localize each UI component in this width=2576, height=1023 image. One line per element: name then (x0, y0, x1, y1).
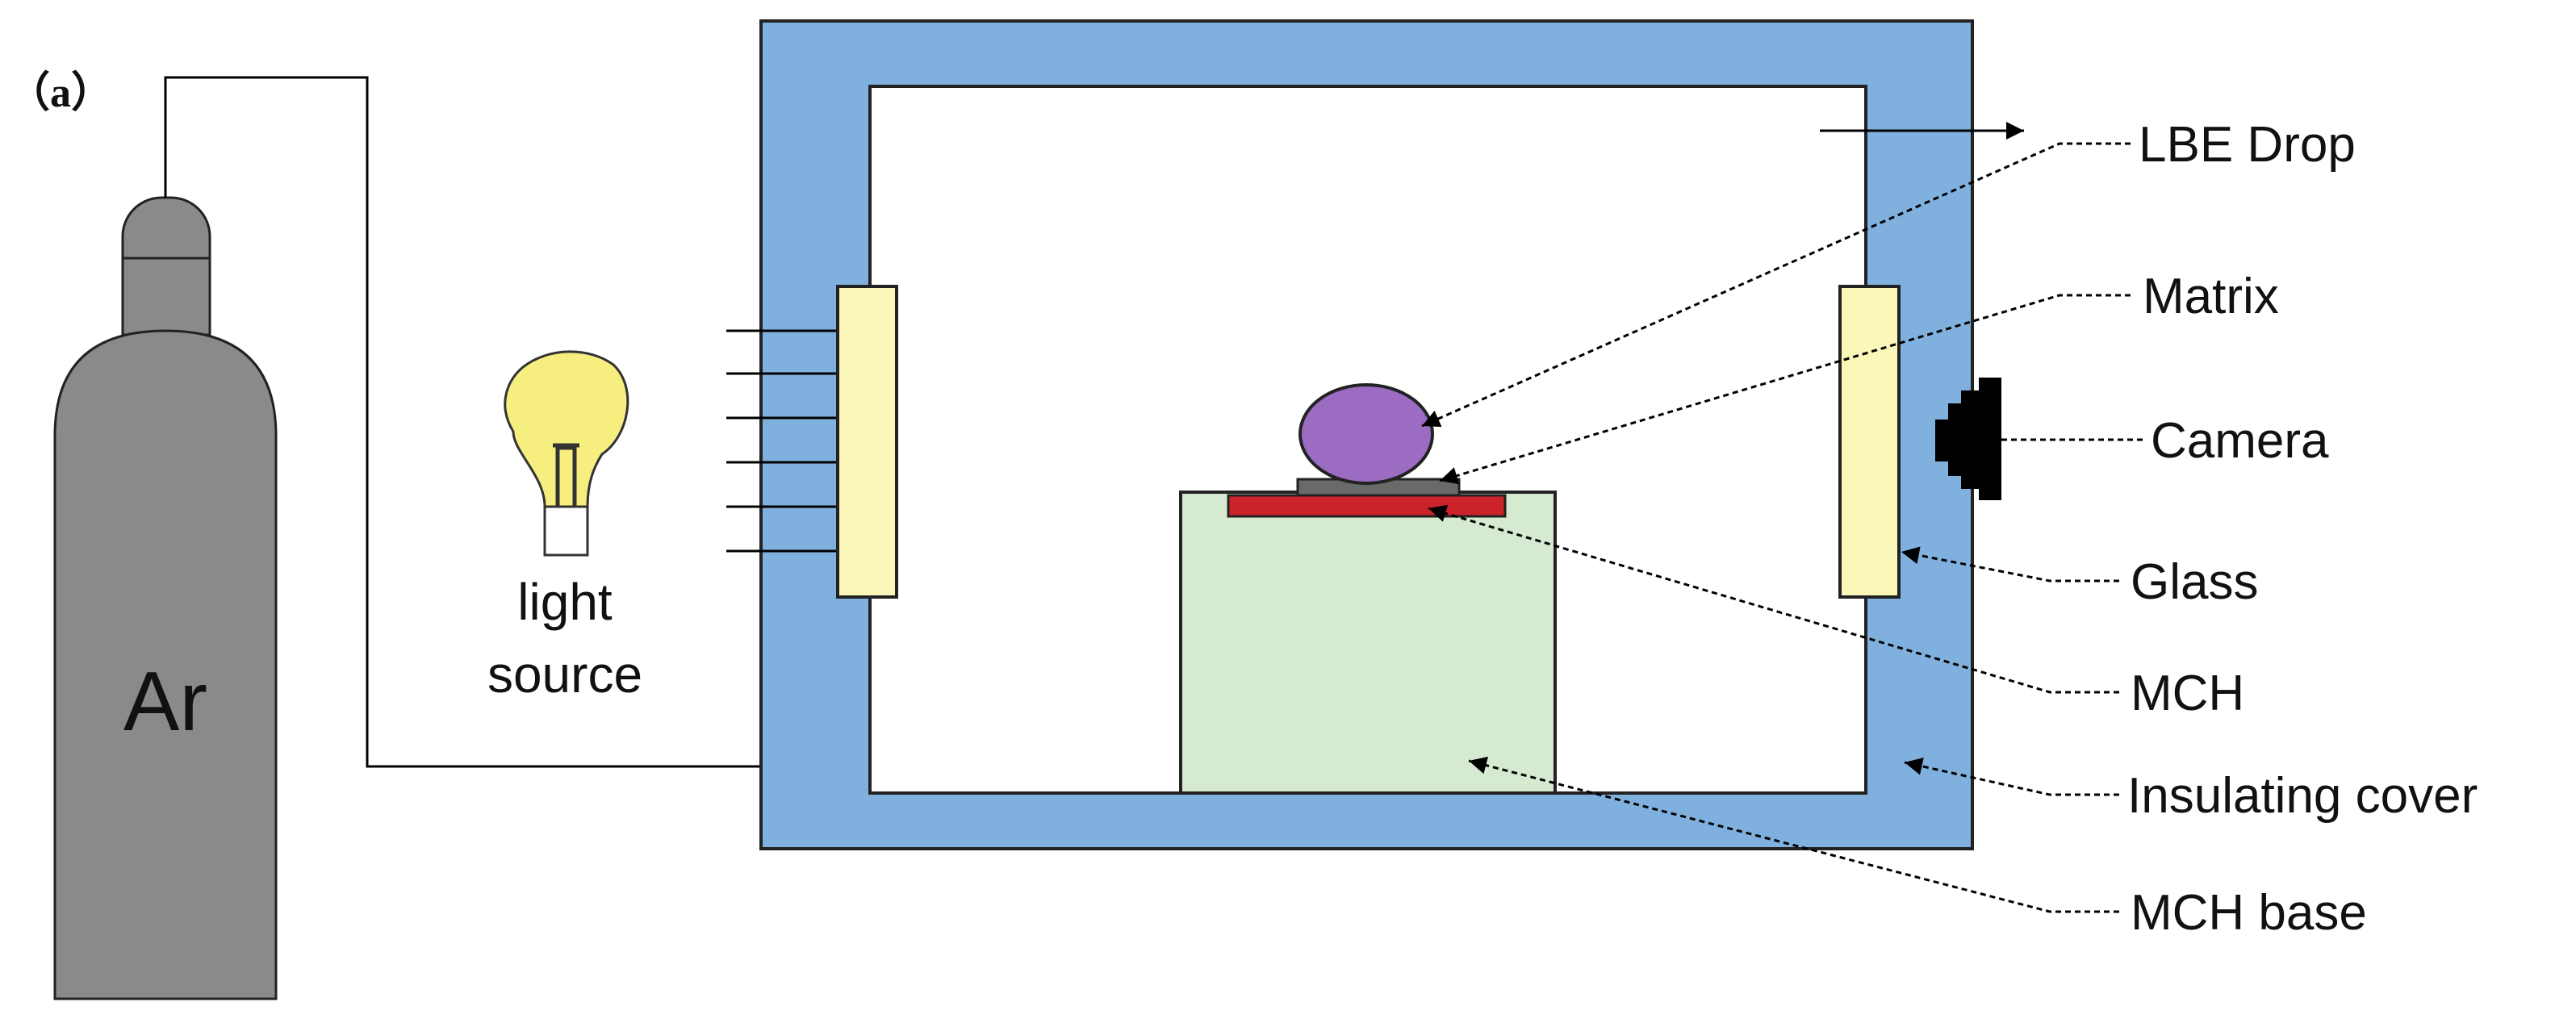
left-glass-window (836, 285, 898, 599)
leader-matrix (1439, 294, 2131, 485)
leader-insulating-cover (1904, 758, 2119, 796)
leader-glass (1901, 546, 2119, 582)
panel-label: （a） (8, 69, 113, 116)
mch-heater (1227, 494, 1507, 518)
label-lbe-drop: LBE Drop (2139, 117, 2356, 173)
label-mch: MCH (2131, 666, 2244, 721)
cylinder-body (53, 329, 278, 1000)
argon-cylinder: Ar (53, 196, 278, 1000)
bulb-filament (553, 443, 579, 507)
label-camera: Camera (2151, 413, 2329, 469)
leader-lines (1421, 142, 2143, 913)
lbe-drop (1298, 383, 1434, 485)
gas-tube (164, 76, 912, 775)
light-source-label-line1: light (517, 573, 613, 631)
light-source-label-line2: source (487, 645, 642, 704)
leader-mch (1428, 504, 2119, 694)
leader-mch-base (1468, 756, 2119, 913)
camera-icon (1935, 378, 2001, 500)
label-matrix: Matrix (2143, 269, 2279, 324)
right-glass-window (1838, 285, 1901, 599)
mch-base (1179, 491, 1557, 795)
label-mch-base: MCH base (2131, 885, 2367, 941)
light-bulb-icon (504, 350, 629, 557)
cylinder-label: Ar (123, 655, 207, 749)
label-insulating-cover: Insulating cover (2127, 768, 2478, 824)
bulb-base (543, 505, 589, 557)
label-glass: Glass (2131, 554, 2258, 610)
leader-lbe-drop (1421, 142, 2131, 428)
cylinder-valve-base (121, 257, 211, 336)
bulb-glass (504, 350, 629, 508)
